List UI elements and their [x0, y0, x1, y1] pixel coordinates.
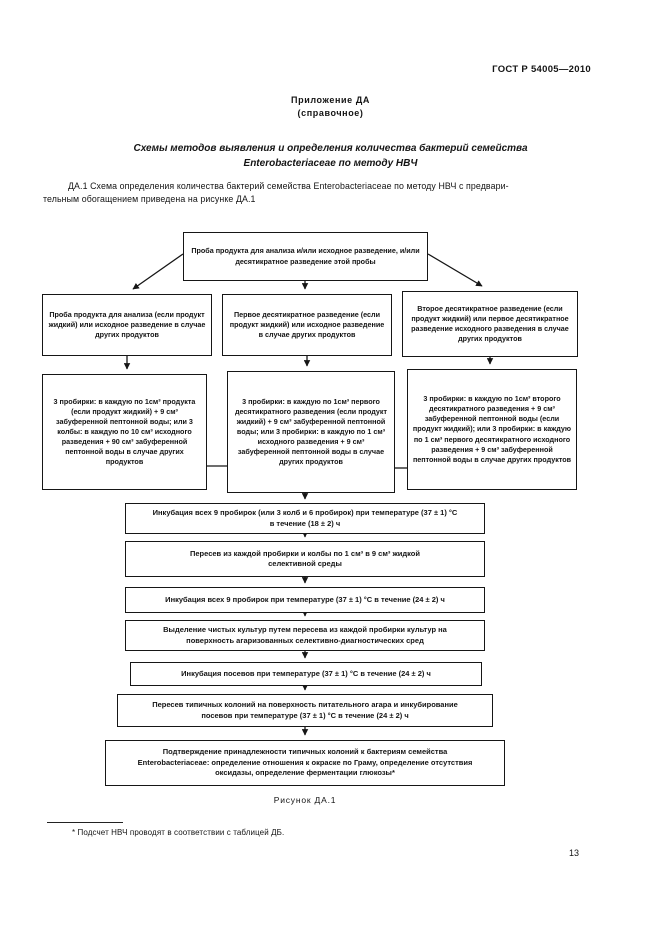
flowchart-node-sample-liquid: Проба продукта для анализа (если продукт…: [42, 294, 212, 356]
flowchart-node-first-tenfold-dilution: Первое десятикратное разведение (если пр…: [222, 294, 392, 356]
flowchart-node-replate-typical-colonies: Пересев типичных колоний на поверхность …: [117, 694, 493, 727]
flowchart-node-sample: Проба продукта для анализа и/или исходно…: [183, 232, 428, 281]
flowchart-node-incubation-18h: Инкубация всех 9 пробирок (или 3 колб и …: [125, 503, 485, 534]
annex-label: Приложение ДА: [291, 95, 370, 105]
page-number: 13: [568, 848, 579, 858]
flowchart-node-pure-culture-isolation: Выделение чистых культур путем пересева …: [125, 620, 485, 651]
flowchart-node-incubation-plates: Инкубация посевов при температуре (37 ± …: [130, 662, 482, 686]
section-title-line2: Enterobacteriaceae по методу НВЧ: [243, 158, 418, 169]
flowchart-node-tubes-right: 3 пробирки: в каждую по 1см³ второго дес…: [407, 369, 577, 490]
footnote-divider: [47, 822, 123, 823]
intro-paragraph-line2: тельным обогащением приведена на рисунке…: [43, 194, 256, 204]
annex-note: (справочное): [297, 108, 364, 118]
section-title-line1: Схемы методов выявления и определения ко…: [133, 143, 528, 154]
footnote-text: * Подсчет НВЧ проводят в соответствии с …: [72, 828, 285, 837]
intro-paragraph-line1: ДА.1 Схема определения количества бактер…: [68, 181, 509, 191]
standard-number-header: ГОСТ Р 54005—2010: [492, 64, 591, 75]
flowchart-node-tubes-middle: 3 пробирки: в каждую по 1см³ первого дес…: [227, 371, 395, 493]
flowchart-node-confirmation: Подтверждение принадлежности типичных ко…: [105, 740, 505, 786]
figure-caption: Рисунок ДА.1: [273, 795, 337, 805]
flowchart-node-tubes-left: 3 пробирки: в каждую по 1см³ продукта (е…: [42, 374, 207, 490]
flowchart-node-incubation-24h: Инкубация всех 9 пробирок при температур…: [125, 587, 485, 613]
flowchart-node-transfer-selective-medium: Пересев из каждой пробирки и колбы по 1 …: [125, 541, 485, 577]
flowchart-node-second-tenfold-dilution: Второе десятикратное разведение (если пр…: [402, 291, 578, 357]
